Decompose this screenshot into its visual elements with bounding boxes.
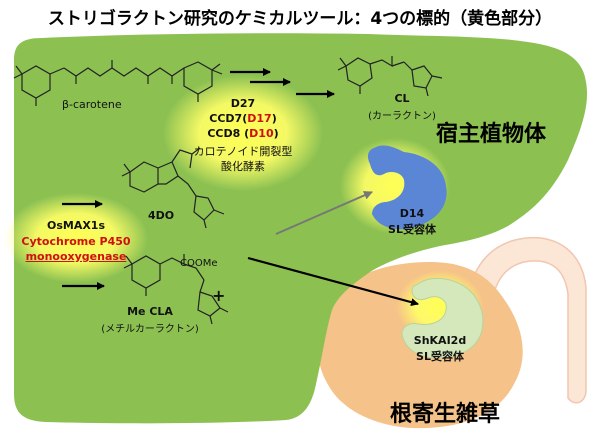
beta-carotene-label: β-carotene: [62, 98, 122, 111]
fourdo-label: 4DO: [148, 209, 175, 222]
ccd-desc-line2: 酸化酵素: [221, 160, 265, 173]
d14-receptor-shape: [367, 145, 447, 230]
me-cla-label: Me CLA: [127, 305, 173, 318]
shkai2d-desc: SL受容体: [416, 350, 464, 363]
d14-desc: SL受容体: [388, 223, 436, 236]
cl-label: CL: [394, 92, 410, 105]
parasite-plant-label: 根寄生雑草: [390, 402, 501, 427]
ccd8-label: CCD8 (D10): [207, 127, 279, 140]
me-cla-desc: (メチルカーラクトン): [101, 324, 199, 335]
beta-carotene-structure: [13, 60, 223, 106]
coome-label: COOMe: [180, 258, 218, 269]
ccd8-code: D10: [249, 127, 274, 140]
d14-label: D14: [399, 207, 425, 220]
ccd7-label: CCD7(D17): [209, 112, 277, 125]
host-plant-label: 宿主植物体: [436, 122, 547, 147]
shkai2d-label: ShKAI2d: [413, 334, 467, 347]
arrow-to-d14: [275, 191, 373, 235]
p450-highlight-glow: [4, 193, 148, 283]
cl-desc: (カーラクトン): [368, 111, 436, 122]
ccd7-code: D17: [247, 112, 272, 125]
parasite-tail: [465, 236, 587, 404]
p450-line1: Cytochrome P450: [21, 235, 131, 248]
plus-sign: +: [212, 286, 226, 305]
diagram-title: ストリゴラクトン研究のケミカルツール：4つの標的（黄色部分）: [47, 9, 553, 29]
osmax1s-label: OsMAX1s: [46, 219, 106, 232]
cl-structure: [337, 56, 443, 97]
p450-line2: monooxygenase: [25, 250, 127, 263]
me-cla-structure: [123, 254, 229, 325]
fourdo-structure: [121, 147, 225, 229]
arrow-to-shkai2d: [247, 256, 419, 307]
d27-label: D27: [230, 97, 256, 110]
ccd-highlight-glow: [163, 75, 323, 191]
pathway-arrows: [62, 68, 419, 307]
host-plant-body: [14, 33, 588, 424]
ccd-desc-line1: カロテノイド開裂型: [193, 145, 293, 158]
